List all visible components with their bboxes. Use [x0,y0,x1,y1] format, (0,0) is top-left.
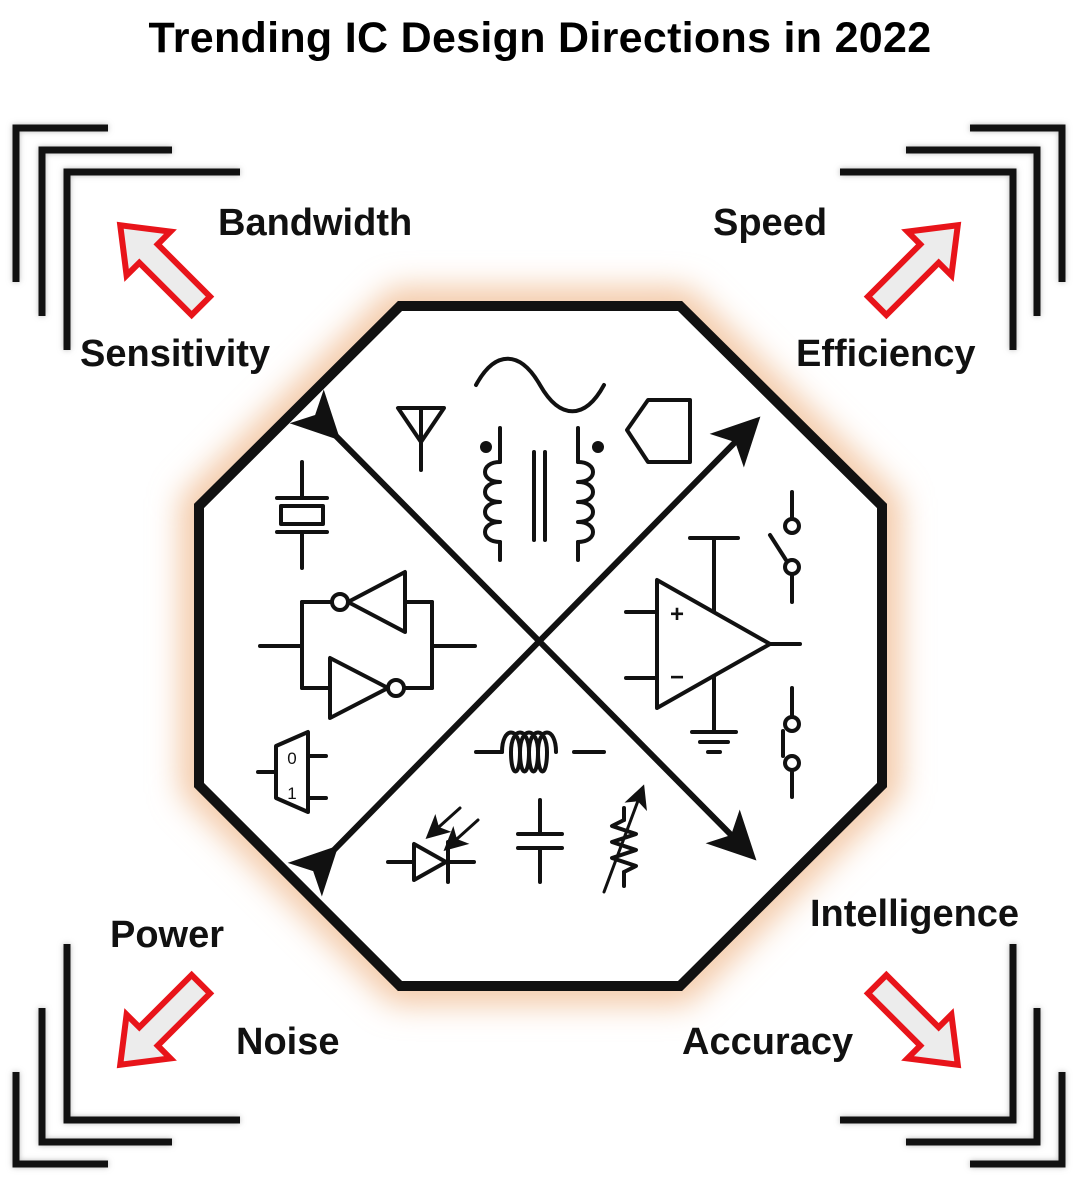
label-bandwidth: Bandwidth [218,202,413,244]
direction-arrows [116,221,962,1069]
diagonal-arrow-up-right [287,416,761,897]
variable-resistor-icon [602,784,647,894]
transformer-icon [480,426,604,562]
page-title: Trending IC Design Directions in 2022 [148,14,932,62]
bracket-top-right [840,124,1066,350]
mux-label-0: 0 [287,749,296,768]
antenna-icon [396,406,446,472]
ground-icon [690,730,738,754]
sine-wave-icon [474,356,606,414]
opamp-plus-label: + [670,601,684,628]
label-speed: Speed [713,202,828,244]
switch-icon-top [768,490,801,604]
corner-brackets [12,124,1066,1168]
label-power: Power [110,914,225,956]
capacitor-icon [516,798,564,884]
opamp-icon: + − [624,536,802,732]
bracket-top-left [12,124,240,350]
bracket-bottom-right [840,944,1066,1168]
bracket-bottom-left [12,944,240,1168]
arrow-up-left-icon [116,221,215,320]
arrow-down-right-icon [863,970,962,1069]
photodiode-icon [386,806,480,884]
latch-icon [258,570,477,720]
switch-icon-bottom [781,686,801,799]
label-intelligence: Intelligence [810,893,1020,935]
label-noise: Noise [236,1021,340,1063]
opamp-minus-label: − [670,664,684,691]
cross-arrows [287,389,761,897]
mux-icon: 0 1 [256,730,328,814]
pentagon-icon [625,398,692,464]
mux-label-1: 1 [287,784,296,803]
label-sensitivity: Sensitivity [80,333,271,375]
inductor-icon [474,730,606,774]
label-accuracy: Accuracy [682,1021,854,1063]
label-efficiency: Efficiency [796,333,976,375]
arrow-down-left-icon [116,970,215,1069]
arrow-up-right-icon [863,221,962,320]
crystal-icon [275,460,329,570]
